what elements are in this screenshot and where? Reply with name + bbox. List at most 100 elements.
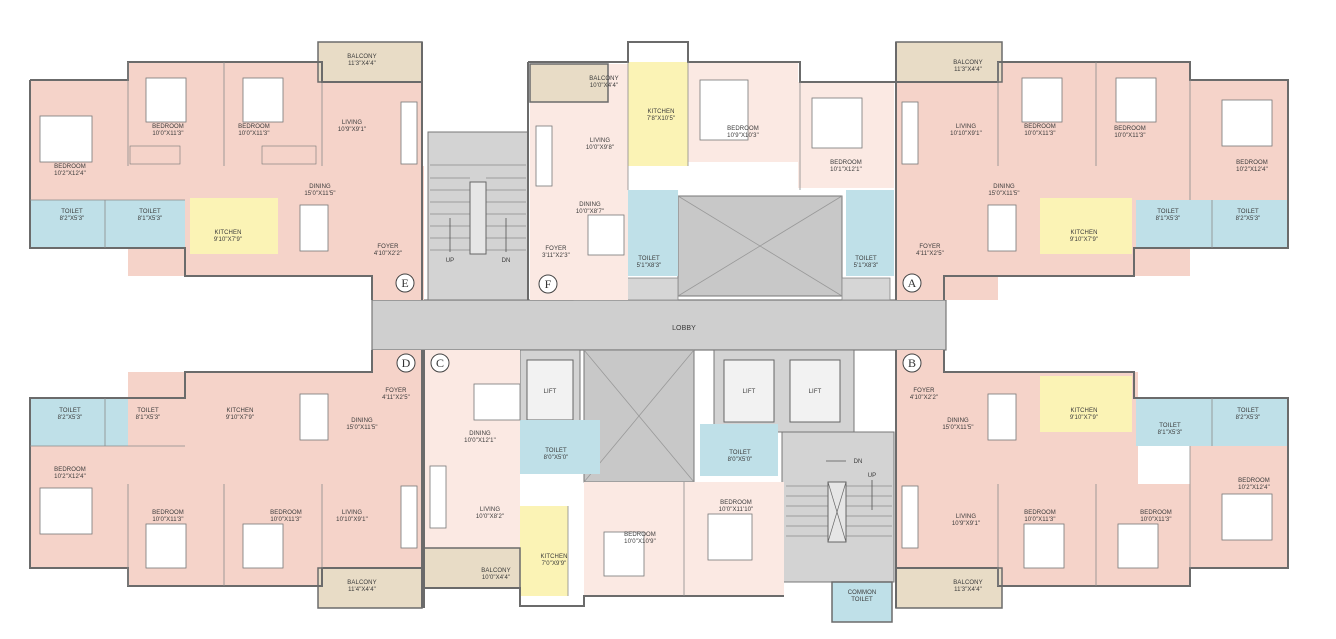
- e-balcony-name: BALCONY: [347, 54, 376, 60]
- unit-d-marker: D: [402, 356, 411, 370]
- stair-dn-label: DN: [502, 258, 511, 264]
- b-foyer-name: FOYER: [913, 388, 935, 394]
- b-balcony-name: BALCONY: [953, 580, 982, 586]
- f-balcony-name: BALCONY: [589, 76, 618, 82]
- d-toilet1-dim: 8'2"X5'3": [58, 415, 83, 421]
- c-toilet1-dim: 8'0"X5'0": [544, 455, 569, 461]
- e-toilet2-dim: 8'1"X5'3": [138, 216, 163, 222]
- d-balcony-name: BALCONY: [347, 580, 376, 586]
- a-bedroom2-name: BEDROOM: [1114, 126, 1146, 132]
- unit-e-marker: E: [401, 276, 408, 290]
- e-bedroom1-name: BEDROOM: [54, 164, 86, 170]
- f-balcony-dim: 10'0"X4'4": [590, 83, 618, 89]
- common-toilet-label-2: TOILET: [851, 597, 873, 603]
- c-toilet2-dim: 8'0"X5'0": [728, 457, 753, 463]
- e-toilet2-name: TOILET: [139, 209, 161, 215]
- c-dining-dim: 10'0"X12'1": [464, 438, 496, 444]
- d-kitchen-name: KITCHEN: [226, 408, 253, 414]
- f-bedroom1-dim: 10'9"X10'3": [727, 133, 759, 139]
- common-toilet: [831, 581, 893, 623]
- c-dining-name: DINING: [469, 431, 491, 437]
- f-bedroom2-dim: 10'1"X12'1": [830, 167, 862, 173]
- d-foyer-dim: 4'11"X2'5": [382, 395, 410, 401]
- b-foyer-dim: 4'10"X2'2": [910, 395, 938, 401]
- e-kitchen-dim: 9'10"X7'9": [214, 237, 242, 243]
- lift-1: [526, 359, 574, 421]
- c-toilet2-name: TOILET: [729, 450, 751, 456]
- f-living-name: LIVING: [590, 138, 611, 144]
- a-bedroom3-name: BEDROOM: [1236, 160, 1268, 166]
- f-bedroom2-name: BEDROOM: [830, 160, 862, 166]
- e-dining-dim: 15'0"X11'5": [304, 191, 335, 197]
- c-toilet1-name: TOILET: [545, 448, 567, 454]
- lobby-label: LOBBY: [672, 325, 696, 332]
- c-bedroom2-dim: 10'0"X11'10": [719, 507, 754, 513]
- d-bedroom1-dim: 10'2"X12'4": [54, 474, 86, 480]
- b-bedroom3-dim: 10'0"X11'3": [1140, 517, 1171, 523]
- f-foyer-dim: 3'11"X2'3": [542, 253, 570, 259]
- e-balcony-dim: 11'3"X4'4": [348, 61, 376, 67]
- unit-a-marker: A: [908, 276, 917, 290]
- d-toilet1-name: TOILET: [59, 408, 81, 414]
- e-bedroom2-name: BEDROOM: [152, 124, 184, 130]
- lift-1-label: LIFT: [544, 389, 557, 395]
- e-kitchen-name: KITCHEN: [214, 230, 241, 236]
- a-toilet1-name: TOILET: [1157, 209, 1179, 215]
- f-bedroom1-name: BEDROOM: [727, 126, 759, 132]
- unit-f: BALCONY 10'0"X4'4" KITCHEN 7'8"X10'5" BE…: [527, 41, 897, 300]
- b-dining-name: DINING: [947, 418, 969, 424]
- c-balcony-name: BALCONY: [481, 568, 510, 574]
- d-toilet2-name: TOILET: [137, 408, 159, 414]
- b-living-dim: 10'9"X9'1": [952, 521, 980, 527]
- d-foyer-name: FOYER: [385, 388, 407, 394]
- e-living-dim: 10'9"X9'1": [338, 127, 366, 133]
- unit-a: BALCONY 11'3"X4'4" LIVING 10'10"X9'1" BE…: [895, 41, 1289, 300]
- c-bedroom2-name: BEDROOM: [720, 500, 752, 506]
- b-toilet2-dim: 8'2"X5'3": [1236, 415, 1261, 421]
- b-bedroom1-dim: 10'2"X12'4": [1238, 485, 1270, 491]
- unit-e: BEDROOM 10'2"X12'4" BEDROOM 10'0"X11'3" …: [29, 41, 424, 300]
- lift-2-label: LIFT: [743, 389, 756, 395]
- b-living-name: LIVING: [956, 514, 977, 520]
- b-bedroom1-name: BEDROOM: [1238, 478, 1270, 484]
- a-dining-dim: 15'0"X11'5": [988, 191, 1019, 197]
- a-bedroom1-name: BEDROOM: [1024, 124, 1056, 130]
- c-bedroom1-name: BEDROOM: [624, 532, 656, 538]
- unit-b-marker: B: [908, 356, 916, 370]
- a-bedroom2-dim: 10'0"X11'3": [1114, 133, 1145, 139]
- e-foyer-dim: 4'10"X2'2": [374, 251, 402, 257]
- lift-2: [723, 359, 775, 423]
- unit-d: BEDROOM 10'2"X12'4" BEDROOM 10'0"X11'3" …: [29, 350, 424, 609]
- lobby: [371, 299, 947, 351]
- common-toilet-label-1: COMMON: [848, 590, 877, 596]
- d-living-name: LIVING: [342, 510, 363, 516]
- e-bedroom3-dim: 10'0"X11'3": [238, 131, 269, 137]
- b-toilet1-name: TOILET: [1159, 423, 1181, 429]
- f-dining-dim: 10'0"X8'7": [576, 209, 604, 215]
- e-bedroom1-dim: 10'2"X12'4": [54, 171, 86, 177]
- c-bedroom1-dim: 10'0"X10'9": [624, 539, 656, 545]
- f-living-dim: 10'0"X9'8": [586, 145, 614, 151]
- e-toilet1-dim: 8'2"X5'3": [60, 216, 85, 222]
- d-bedroom1-name: BEDROOM: [54, 467, 86, 473]
- a-kitchen-dim: 9'10"X7'9": [1070, 237, 1098, 243]
- d-bedroom2-name: BEDROOM: [152, 510, 184, 516]
- stair-up-label: UP: [446, 258, 455, 264]
- stair-dn-label-2: DN: [854, 459, 863, 465]
- d-bedroom3-name: BEDROOM: [270, 510, 302, 516]
- unit-c: DINING 10'0"X12'1" LIVING 10'0"X8'2" TOI…: [423, 350, 784, 608]
- unit-c-marker: C: [436, 356, 444, 370]
- d-kitchen-dim: 9'10"X7'9": [226, 415, 254, 421]
- c-balcony-dim: 10'0"X4'4": [482, 575, 510, 581]
- a-toilet1-dim: 8'1"X5'3": [1156, 216, 1181, 222]
- f-toilet-name: TOILET: [638, 256, 660, 262]
- f-kitchen-name: KITCHEN: [647, 109, 674, 115]
- c-living-dim: 10'0"X8'2": [476, 514, 504, 520]
- d-dining-dim: 15'0"X11'5": [346, 425, 377, 431]
- a-living-name: LIVING: [956, 124, 977, 130]
- f-toilet2-name: TOILET: [855, 256, 877, 262]
- f-kitchen-dim: 7'8"X10'5": [647, 116, 675, 122]
- d-balcony-dim: 11'4"X4'4": [348, 587, 376, 593]
- a-bedroom1-dim: 10'0"X11'3": [1024, 131, 1055, 137]
